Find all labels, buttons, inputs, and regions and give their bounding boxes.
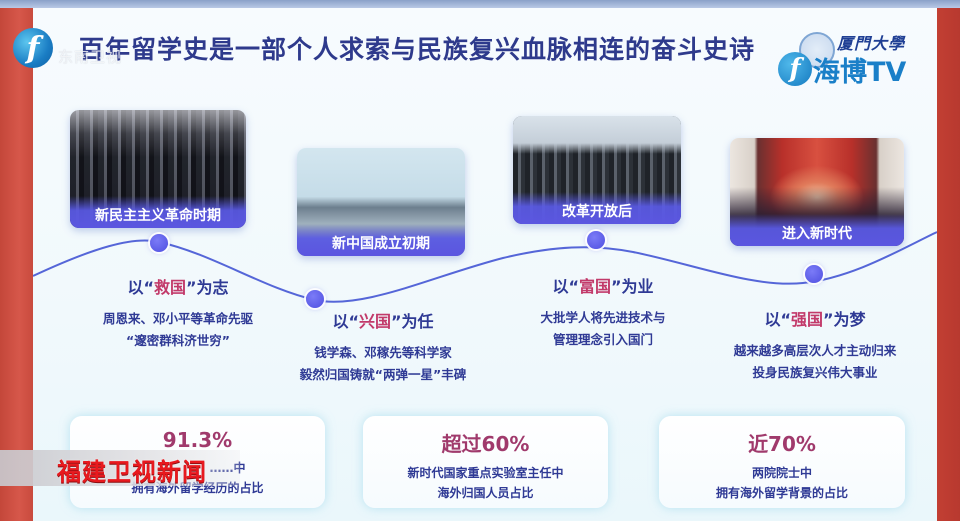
era-photo-caption: 改革开放后 [513, 192, 681, 224]
stat-card-3: 近70% 两院院士中 拥有海外留学背景的占比 [659, 416, 905, 508]
page-title: 百年留学史是一部个人求索与民族复兴血脉相连的奋斗史诗 [79, 35, 756, 64]
fujian-tv-logo-icon: f [13, 28, 53, 68]
partner-logo: 厦門大學 f 海博TV [778, 22, 937, 88]
era-photo-4: 进入新时代 [730, 138, 904, 246]
era-photo-2: 新中国成立初期 [297, 148, 465, 256]
top-frame-strip [0, 0, 960, 8]
stat-value: 91.3% [162, 428, 233, 452]
timeline-node-3 [587, 231, 605, 249]
era-photo-caption: 新中国成立初期 [297, 224, 465, 256]
timeline-node-1 [150, 234, 168, 252]
stat-label: 新时代国家重点实验室主任中 海外归国人员占比 [407, 466, 564, 500]
motto-keyword: 救国 [153, 278, 186, 297]
era-block-2: 以“兴国”为任 钱学森、邓稼先等科学家 毅然归国铸就“两弹一星”丰碑 [265, 308, 501, 386]
presentation-screen: 百年留学史是一部个人求索与民族复兴血脉相连的奋斗史诗 厦門大學 f 海博TV 新… [33, 8, 937, 521]
era-motto: 以“救国”为志 [127, 278, 229, 297]
news-bug-banner [0, 450, 240, 486]
era-block-4: 以“强国”为梦 越来越多高层次人才主动归来 投身民族复兴伟大事业 [705, 306, 925, 384]
timeline-node-2 [306, 290, 324, 308]
era-motto: 以“富国”为业 [552, 277, 654, 296]
era-photo-caption: 进入新时代 [730, 214, 904, 246]
era-description: 越来越多高层次人才主动归来 投身民族复兴伟大事业 [733, 343, 897, 380]
stat-value: 超过60% [441, 432, 530, 456]
era-description: 大批学人将先进技术与 管理理念引入国门 [540, 310, 666, 347]
era-block-3: 以“富国”为业 大批学人将先进技术与 管理理念引入国门 [508, 273, 698, 351]
motto-keyword: 强国 [790, 310, 823, 329]
channel-watermark: 东南卫视 [58, 48, 123, 66]
era-motto: 以“兴国”为任 [332, 312, 434, 331]
era-photo-3: 改革开放后 [513, 116, 681, 224]
timeline-node-4 [805, 265, 823, 283]
stat-card-2: 超过60% 新时代国家重点实验室主任中 海外归国人员占比 [363, 416, 608, 508]
era-photo-caption: 新民主主义革命时期 [70, 196, 246, 228]
era-description: 周恩来、邓小平等革命先驱 “邃密群科济世穷” [102, 311, 253, 348]
era-photo-1: 新民主主义革命时期 [70, 110, 246, 228]
era-block-1: 以“救国”为志 周恩来、邓小平等革命先驱 “邃密群科济世穷” [73, 274, 283, 352]
haibo-f-icon: f [778, 52, 812, 86]
haibo-brand: 海博TV [813, 57, 907, 88]
motto-keyword: 兴国 [358, 312, 391, 331]
university-name: 厦門大學 [837, 34, 906, 53]
era-description: 钱学森、邓稼先等科学家 毅然归国铸就“两弹一星”丰碑 [299, 345, 467, 382]
news-bug-text: 福建卫视新闻 [57, 458, 207, 486]
era-motto: 以“强国”为梦 [764, 310, 866, 329]
stat-value: 近70% [748, 432, 816, 456]
stat-label: 两院院士中 拥有海外留学背景的占比 [715, 466, 848, 500]
motto-keyword: 富国 [578, 277, 611, 296]
